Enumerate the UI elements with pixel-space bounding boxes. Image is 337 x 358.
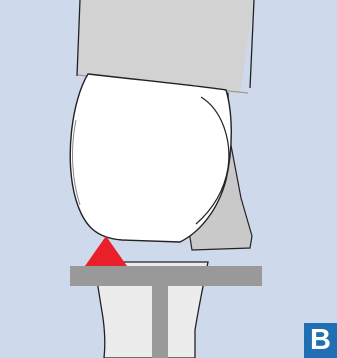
panel-label-text: B	[310, 324, 331, 356]
panel-label-b: B	[304, 323, 337, 358]
seat-surface	[70, 266, 262, 286]
buttock-shape	[70, 74, 231, 242]
seat-post	[152, 286, 168, 358]
